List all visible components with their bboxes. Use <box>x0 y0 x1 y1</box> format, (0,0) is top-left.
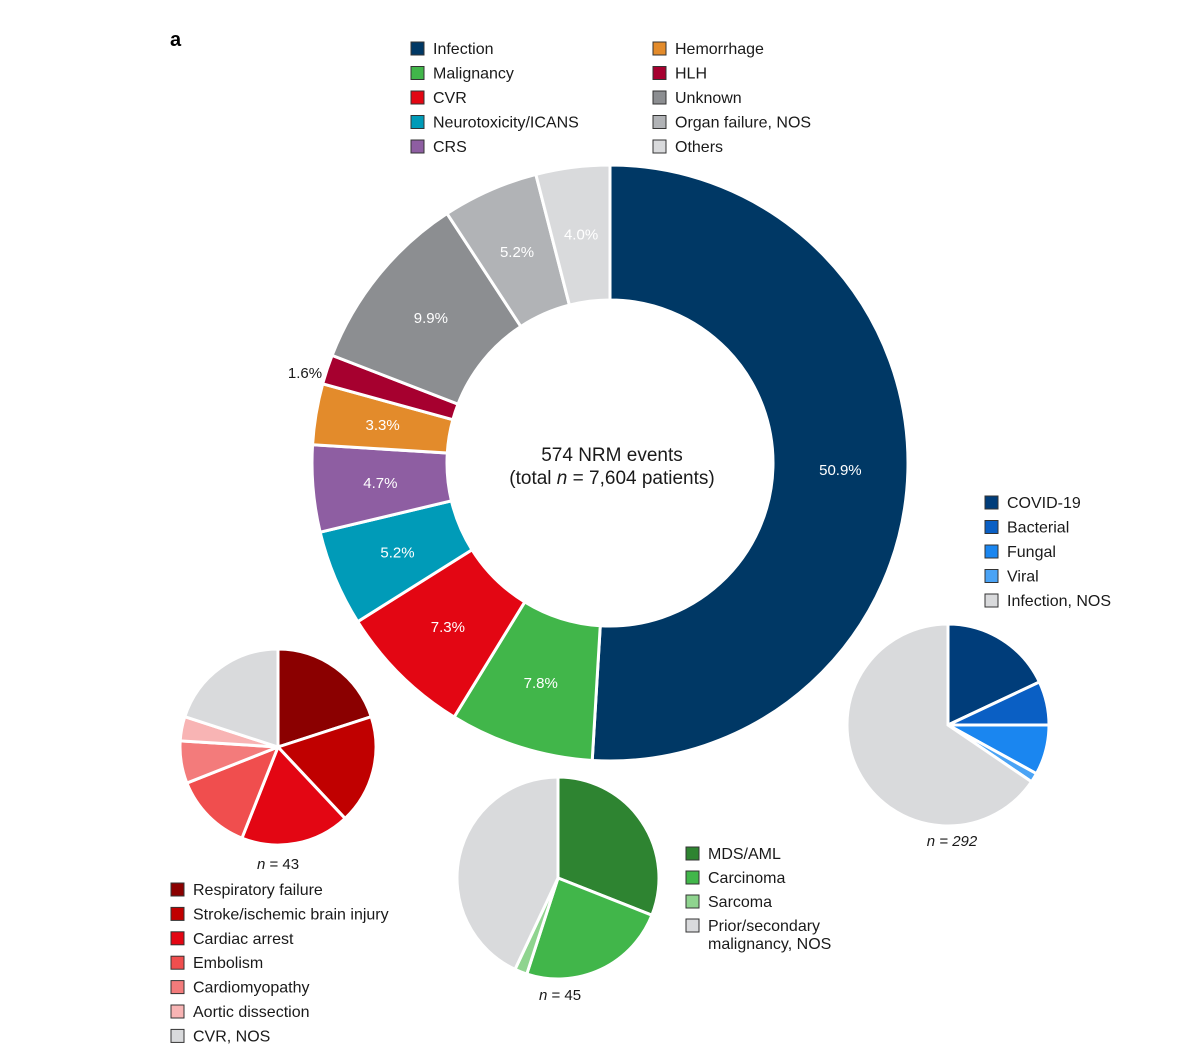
cvr-slice-cvr-nos <box>182 647 280 750</box>
legend-label-cvr: CVR <box>433 90 467 107</box>
cvr-legend-swatch-respiratory-failure <box>170 882 185 897</box>
cvr-legend-label-stroke-ischemic-brain-injury: Stroke/ischemic brain injury <box>193 906 389 923</box>
infection-legend-swatch-covid-19 <box>984 495 999 510</box>
cvr-legend-swatch-cardiomyopathy <box>170 980 185 995</box>
cvr-legend-label-respiratory-failure: Respiratory failure <box>193 882 323 899</box>
cvr-legend-swatch-cardiac-arrest <box>170 931 185 946</box>
legend-label-crs: CRS <box>433 139 467 156</box>
cvr-slice-embolism <box>184 744 281 841</box>
infection-legend-swatch-bacterial <box>984 520 999 534</box>
malignancy-legend-label-prior-secondary: Prior/secondary <box>708 918 820 935</box>
center-subtitle: (total n = 7,604 patients) <box>509 468 714 489</box>
legend-label-organ-failure-nos: Organ failure, NOS <box>675 115 811 132</box>
malignancy-legend-swatch-prior-secondary <box>685 918 700 933</box>
legend-swatch-hemorrhage <box>652 41 667 56</box>
infection-slice-infection-nos <box>845 622 1034 828</box>
donut-label-cvr: 7.3% <box>431 619 465 636</box>
legend-label-hlh: HLH <box>675 66 707 83</box>
legend-label-unknown: Unknown <box>675 90 742 107</box>
legend-swatch-crs <box>410 139 425 154</box>
infection-legend-swatch-viral <box>984 569 999 583</box>
donut-center-text: 574 NRM events (total n = 7,604 patients… <box>509 445 714 489</box>
malignancy-slice-mds-aml <box>556 775 661 918</box>
donut-label-neurotoxicity-icans: 5.2% <box>380 544 414 561</box>
donut-label-others: 4.0% <box>564 226 598 243</box>
cvr-legend-label-embolism: Embolism <box>193 955 263 972</box>
donut-slice-others <box>533 163 612 307</box>
legend-label-infection: Infection <box>433 41 493 58</box>
legend-swatch-malignancy <box>410 66 425 80</box>
infection-slice-covid-19 <box>946 622 1042 728</box>
malignancy-legend-swatch-sarcoma <box>685 894 700 909</box>
cvr-legend-swatch-stroke-ischemic-brain-injury <box>170 906 185 921</box>
legend-label-others: Others <box>675 139 723 156</box>
panel-letter: a <box>170 29 182 51</box>
legend-swatch-unknown <box>652 90 667 105</box>
infection-legend-label-bacterial: Bacterial <box>1007 520 1069 537</box>
infection-legend-label-infection-nos: Infection, NOS <box>1007 593 1111 610</box>
malignancy-legend: MDS/AML CarcinomaSarcomaPrior/secondaryma… <box>685 846 831 953</box>
cvr-legend-label-cardiomyopathy: Cardiomyopathy <box>193 980 310 997</box>
legend-swatch-infection <box>410 41 425 56</box>
cvr-slice-cardiac-arrest <box>239 744 348 847</box>
donut-chart <box>310 163 910 763</box>
legend-label-hemorrhage: Hemorrhage <box>675 41 764 58</box>
cvr-legend-label-cardiac-arrest: Cardiac arrest <box>193 931 294 948</box>
infection-legend-swatch-fungal <box>984 544 999 559</box>
donut-label-malignancy: 7.8% <box>524 675 558 692</box>
infection-legend-label-viral: Viral <box>1007 569 1039 586</box>
malignancy-legend-label2-malignancy-nos: malignancy, NOS <box>708 936 831 953</box>
cvr-slice-stroke-ischemic-brain-injury <box>275 714 378 821</box>
malignancy-n-label: n = 45 <box>539 987 581 1004</box>
cvr-legend-swatch-cvr-nos <box>170 1028 185 1043</box>
legend-swatch-organ-failure-nos <box>652 115 667 129</box>
donut-label-organ-failure-nos: 5.2% <box>500 244 534 261</box>
cvr-legend-swatch-embolism <box>170 955 185 970</box>
infection-legend-label-covid-19: COVID-19 <box>1007 495 1081 512</box>
cvr-legend-label-cvr-nos: CVR, NOS <box>193 1028 270 1045</box>
infection-n-label: n = 292 <box>927 833 978 850</box>
legend-swatch-others <box>652 139 667 154</box>
infection-legend-swatch-infection-nos <box>984 593 999 608</box>
cvr-legend-swatch-aortic-dissection <box>170 1004 185 1019</box>
cvr-n-label: n = 43 <box>257 856 299 873</box>
legend-swatch-hlh <box>652 66 667 80</box>
donut-label-infection: 50.9% <box>819 462 862 479</box>
malignancy-slice-carcinoma <box>524 876 654 981</box>
donut-label-unknown: 9.9% <box>414 310 448 327</box>
malignancy-legend-label-mds-aml: MDS/AML <box>708 846 781 863</box>
donut-labels: 50.9% 7.8% 7.3% 5.2% 4.7% 3.3% 1.6% 9.9% 5.2% 4.0… <box>288 226 862 692</box>
infection-pie <box>845 622 1051 828</box>
donut-slice-infection <box>590 163 910 763</box>
center-title: 574 NRM events <box>541 445 683 466</box>
legend-swatch-neurotoxicity-icans <box>410 115 425 129</box>
donut-label-hemorrhage: 3.3% <box>366 417 400 434</box>
donut-label-hlh: 1.6% <box>288 365 322 382</box>
malignancy-legend-label-sarcoma: Sarcoma <box>708 894 772 911</box>
cvr-slice-respiratory-failure <box>276 647 374 750</box>
malignancy-legend-swatch-carcinoma <box>685 870 700 885</box>
infection-legend-label-fungal: Fungal <box>1007 544 1056 561</box>
cvr-legend-label-aortic-dissection: Aortic dissection <box>193 1004 310 1021</box>
malignancy-slice-prior-secondary-malignancy-nos <box>455 775 560 972</box>
donut-label-crs: 4.7% <box>363 475 397 492</box>
legend-label-malignancy: Malignancy <box>433 66 514 83</box>
malignancy-pie <box>455 775 661 981</box>
cvr-pie <box>178 647 378 847</box>
malignancy-legend-swatch-mds-aml <box>685 846 700 861</box>
legend-swatch-cvr <box>410 90 425 105</box>
malignancy-legend-label-carcinoma: Carcinoma <box>708 870 785 887</box>
legend-label-neurotoxicity-icans: Neurotoxicity/ICANS <box>433 115 579 132</box>
